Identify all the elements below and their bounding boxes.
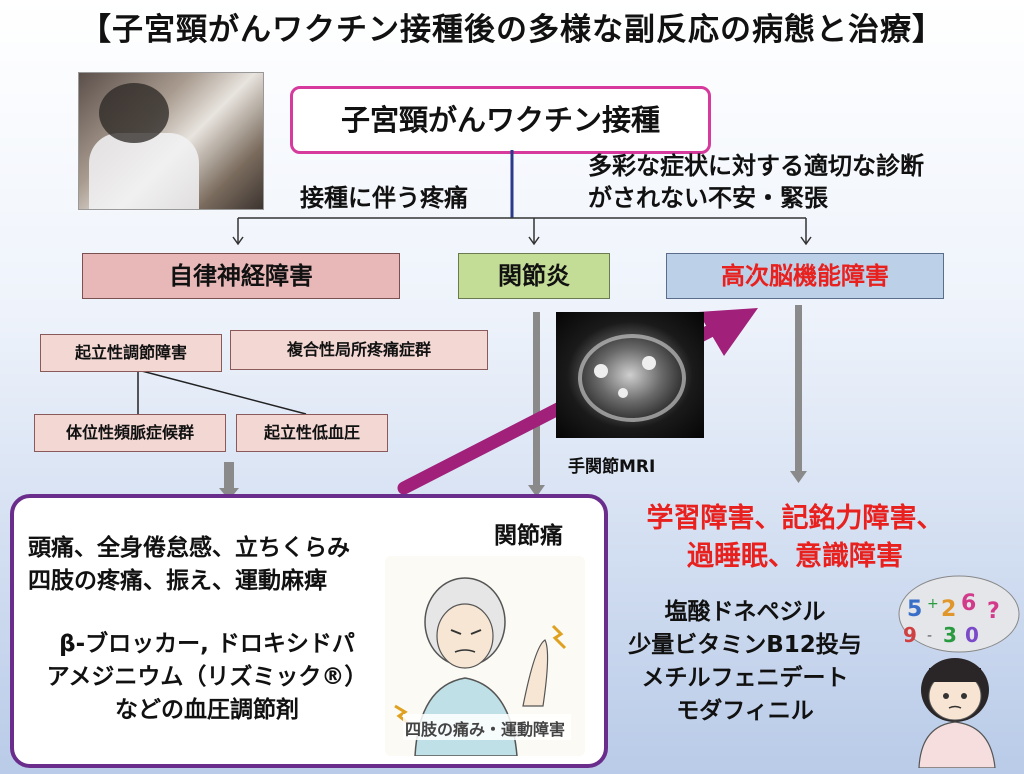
symptoms-line2: 四肢の疼痛、振え、運動麻痺: [28, 568, 327, 594]
treatment-line3: などの血圧調節剤: [115, 697, 299, 723]
vaccination-box: 子宮頸がんワクチン接種: [290, 86, 711, 154]
sym-plus: +: [927, 596, 939, 612]
girl-illustration: 5 + 2 6 9 - 3 0 ?: [898, 575, 1020, 769]
symptoms-text: 頭痛、全身倦怠感、立ちくらみ 四肢の疼痛、振え、運動麻痺: [28, 532, 350, 598]
cognitive-treatment-item: 少量ビタミンB12投与: [628, 632, 862, 658]
treatment-line2: アメジニウム（リズミック®）: [46, 664, 368, 690]
cognitive-treatment-item: メチルフェニデート: [641, 665, 849, 691]
page-title: 【子宮頸がんワクチン接種後の多様な副反応の病態と治療】: [80, 12, 944, 48]
wrist-mri-image: [556, 312, 704, 438]
anxiety-note-line1: 多彩な症状に対する適切な診断: [588, 152, 924, 180]
symptoms-line1: 頭痛、全身倦怠感、立ちくらみ: [28, 535, 350, 561]
joint-pain-label: 関節痛: [494, 523, 563, 549]
orthostatic-hypotension-box: 起立性低血圧: [236, 414, 388, 452]
treatment-line1: β-ブロッカー, ドロキシドパ: [59, 631, 355, 657]
anxiety-note: 多彩な症状に対する適切な診断 がされない不安・緊張: [588, 150, 924, 214]
sketch-caption: 四肢の痛み・運動障害: [405, 720, 566, 739]
sym-minus: -: [927, 628, 932, 644]
autonomic-disorder-box: 自律神経障害: [82, 253, 400, 299]
orthostatic-dysregulation-box: 起立性調節障害: [40, 334, 222, 372]
cognitive-treatment-item: 塩酸ドネペジル: [664, 599, 826, 625]
pots-box: 体位性頻脈症候群: [34, 414, 226, 452]
num-5: 5: [907, 597, 922, 622]
anxiety-note-line2: がされない不安・緊張: [588, 184, 828, 212]
cognitive-treatment-item: モダフィニル: [676, 698, 814, 724]
mri-caption: 手関節MRI: [568, 457, 656, 477]
num-0: 0: [965, 623, 979, 647]
pain-note: 接種に伴う疼痛: [300, 184, 468, 212]
vaccination-photo: [78, 72, 264, 210]
cognitive-treatment-list: 塩酸ドネペジル 少量ビタミンB12投与 メチルフェニデート モダフィニル: [610, 596, 880, 728]
question-mark: ?: [987, 599, 1000, 624]
higher-brain-dysfunction-box: 高次脳機能障害: [666, 253, 944, 299]
arthritis-box: 関節炎: [458, 253, 610, 299]
autonomic-treatment-text: β-ブロッカー, ドロキシドパ アメジニウム（リズミック®） などの血圧調節剤: [32, 628, 382, 727]
cognitive-symptoms: 学習障害、記銘力障害、 過睡眠、意識障害: [608, 500, 982, 576]
crps-box: 複合性局所疼痛症群: [230, 330, 488, 370]
confused-girl-illustration: 5 + 2 6 9 - 3 0 ?: [895, 572, 1023, 769]
num-9: 9: [903, 623, 917, 647]
num-3: 3: [943, 623, 957, 647]
cognitive-symptoms-line1: 学習障害、記銘力障害、: [646, 503, 944, 534]
num-2: 2: [941, 597, 956, 622]
cognitive-symptoms-line2: 過睡眠、意識障害: [687, 541, 903, 572]
limb-pain-sketch: 四肢の痛み・運動障害: [385, 556, 585, 757]
num-6: 6: [961, 591, 976, 616]
limb-pain-illustration: [394, 577, 571, 757]
